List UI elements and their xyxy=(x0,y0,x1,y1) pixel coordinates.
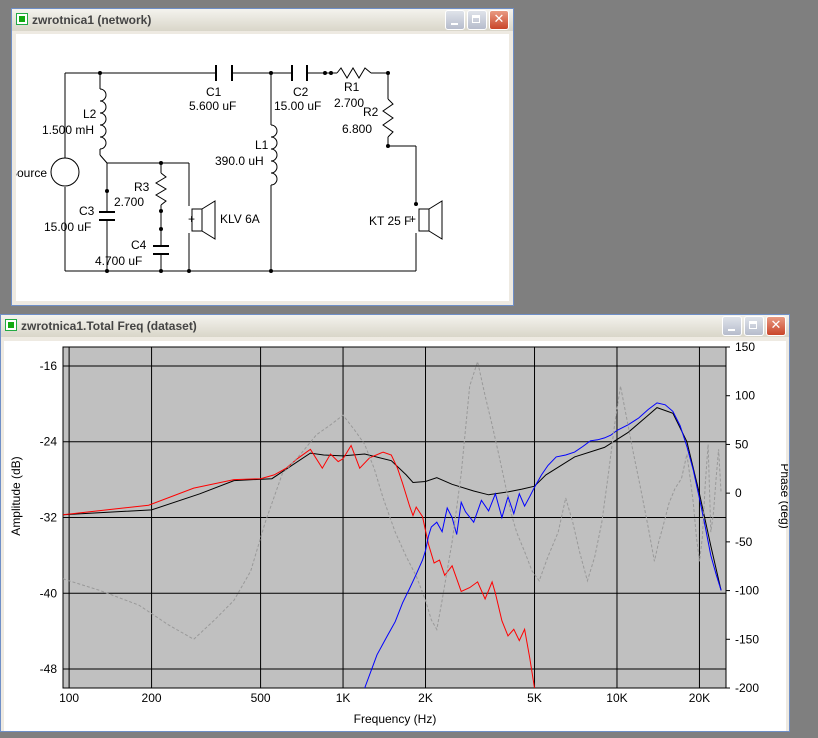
y-tick-label: -40 xyxy=(40,586,58,600)
series-line-2 xyxy=(364,402,722,688)
r2-name: R2 xyxy=(363,105,379,119)
r3-resistor xyxy=(155,172,167,206)
close-button[interactable]: ✕ xyxy=(489,10,509,30)
x-axis-label: Frequency (Hz) xyxy=(354,712,437,726)
l2-coil xyxy=(99,88,107,150)
y-tick-label: -16 xyxy=(40,359,58,373)
schematic-area[interactable]: Source L2 1.500 mH C1 5.600 uF C2 15.00 … xyxy=(9,34,509,301)
series-line-3 xyxy=(63,359,722,640)
freq-window-title: zwrotnica1.Total Freq (dataset) xyxy=(21,319,197,333)
x-tick-label: 5K xyxy=(527,691,542,705)
r1-resistor xyxy=(336,67,372,79)
y2-axis-label: Phase (deg) xyxy=(778,463,788,528)
minimize-button[interactable] xyxy=(722,316,742,336)
y-tick-label: -48 xyxy=(40,662,58,676)
c2-value: 15.00 uF xyxy=(274,99,321,113)
c1-name: C1 xyxy=(206,85,222,99)
y2-tick-label: 0 xyxy=(735,486,742,500)
y2-tick-label: -200 xyxy=(735,681,759,695)
y2-tick-label: -150 xyxy=(735,632,759,646)
source-symbol xyxy=(50,157,80,187)
l1-coil xyxy=(270,124,278,186)
app-icon[interactable] xyxy=(5,319,17,331)
minimize-icon xyxy=(446,11,464,29)
y-axis-label: Amplitude (dB) xyxy=(9,456,23,535)
schematic: Source L2 1.500 mH C1 5.600 uF C2 15.00 … xyxy=(9,65,443,273)
y2-tick-label: 50 xyxy=(735,437,749,451)
l1-name: L1 xyxy=(255,138,269,152)
r1-value: 2.700 xyxy=(334,96,364,110)
network-titlebar[interactable]: zwrotnica1 (network) ✕ xyxy=(12,9,513,31)
minimize-button[interactable] xyxy=(445,10,465,30)
source-label: Source xyxy=(16,166,47,180)
tweeter-symbol xyxy=(418,208,430,232)
r3-value: 2.700 xyxy=(114,195,144,209)
r2-value: 6.800 xyxy=(342,122,372,136)
c1-value: 5.600 uF xyxy=(189,99,236,113)
series-line-0 xyxy=(63,407,722,591)
woofer-plus: + xyxy=(188,212,195,226)
x-tick-label: 10K xyxy=(606,691,627,705)
l1-value: 390.0 uH xyxy=(215,154,264,168)
tweeter-label: KT 25 F xyxy=(369,214,411,228)
y2-tick-label: -100 xyxy=(735,584,759,598)
series xyxy=(63,359,722,688)
c4-value: 4.700 uF xyxy=(95,254,142,268)
woofer-label: KLV 6A xyxy=(220,212,260,226)
y2-tick-label: -50 xyxy=(735,535,753,549)
x-tick-label: 20K xyxy=(689,691,710,705)
network-window[interactable]: zwrotnica1 (network) ✕ xyxy=(9,8,514,306)
close-icon: ✕ xyxy=(493,12,505,27)
r1-name: R1 xyxy=(344,80,360,94)
l2-value: 1.500 mH xyxy=(42,123,94,137)
network-window-title: zwrotnica1 (network) xyxy=(32,13,152,27)
close-button[interactable]: ✕ xyxy=(766,316,786,336)
l2-name: L2 xyxy=(83,107,97,121)
x-tick-label: 500 xyxy=(251,691,271,705)
y2-tick-label: 100 xyxy=(735,389,755,403)
x-tick-label: 100 xyxy=(59,691,79,705)
c3-name: C3 xyxy=(79,204,95,218)
y-tick-label: -32 xyxy=(40,511,58,525)
y2-tick-label: 150 xyxy=(735,341,755,354)
freq-titlebar[interactable]: zwrotnica1.Total Freq (dataset) ✕ xyxy=(1,315,789,337)
x-tick-label: 1K xyxy=(336,691,351,705)
app-icon[interactable] xyxy=(16,13,28,25)
maximize-icon xyxy=(745,317,763,335)
y-tick-label: -24 xyxy=(40,435,58,449)
minimize-icon xyxy=(723,317,741,335)
c4-name: C4 xyxy=(131,238,147,252)
r3-name: R3 xyxy=(134,180,150,194)
r2-resistor xyxy=(382,98,394,138)
maximize-button[interactable] xyxy=(744,316,764,336)
x-tick-label: 200 xyxy=(142,691,162,705)
grid xyxy=(63,347,726,688)
x-tick-label: 2K xyxy=(418,691,433,705)
maximize-button[interactable] xyxy=(467,10,487,30)
maximize-icon xyxy=(468,11,486,29)
woofer-symbol xyxy=(191,208,203,232)
close-icon: ✕ xyxy=(770,318,782,333)
freq-window[interactable]: zwrotnica1.Total Freq (dataset) ✕ 100 200… xyxy=(0,314,792,732)
c3-value: 15.00 uF xyxy=(44,220,91,234)
c2-name: C2 xyxy=(293,85,309,99)
tweeter-plus: + xyxy=(409,212,416,226)
